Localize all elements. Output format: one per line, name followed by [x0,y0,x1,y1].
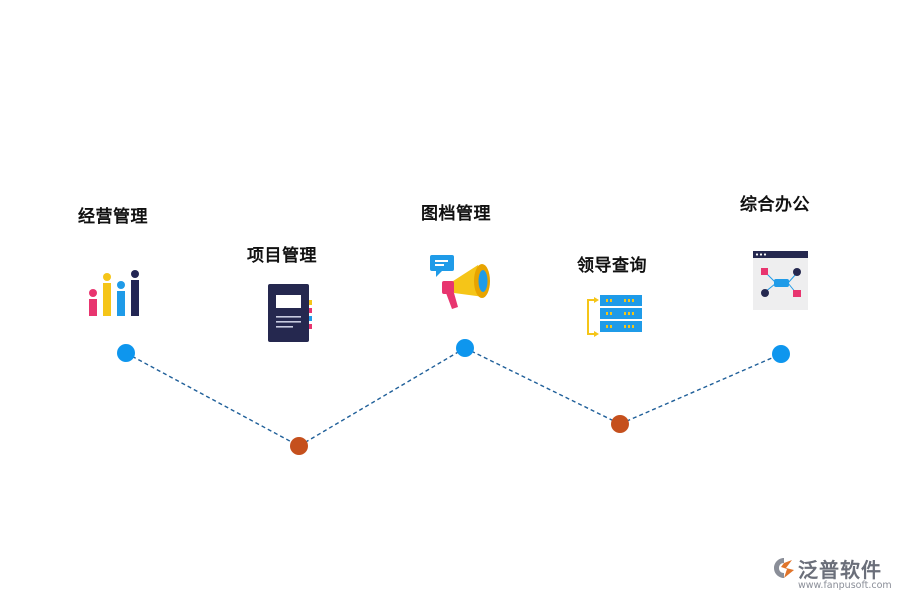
node-dot-3 [456,339,474,357]
node-label-drawings: 图档管理 [421,204,491,224]
connector-line-2 [298,347,466,447]
node-label-office: 综合办公 [740,195,810,215]
node-label-leader-query: 领导查询 [577,256,647,276]
database-icon [587,295,642,337]
connector-line-1 [125,352,300,447]
bar-chart-icon [89,270,139,316]
notebook-icon [268,284,312,342]
brand-url: www.fanpusoft.com [798,580,892,591]
node-label-project: 项目管理 [247,246,317,266]
megaphone-icon [430,255,490,309]
node-dot-1 [117,344,135,362]
node-label-business: 经营管理 [78,207,148,227]
connector-line-4 [619,353,782,425]
node-dot-4 [611,415,629,433]
node-dot-2 [290,437,308,455]
node-dot-5 [772,345,790,363]
brand-name: 泛普软件 [798,558,882,582]
connector-line-3 [464,347,621,425]
flowchart-window-icon [753,251,808,310]
brand-logo: 泛普软件 www.fanpusoft.com [772,553,894,595]
fanpu-logo-icon [774,558,794,578]
